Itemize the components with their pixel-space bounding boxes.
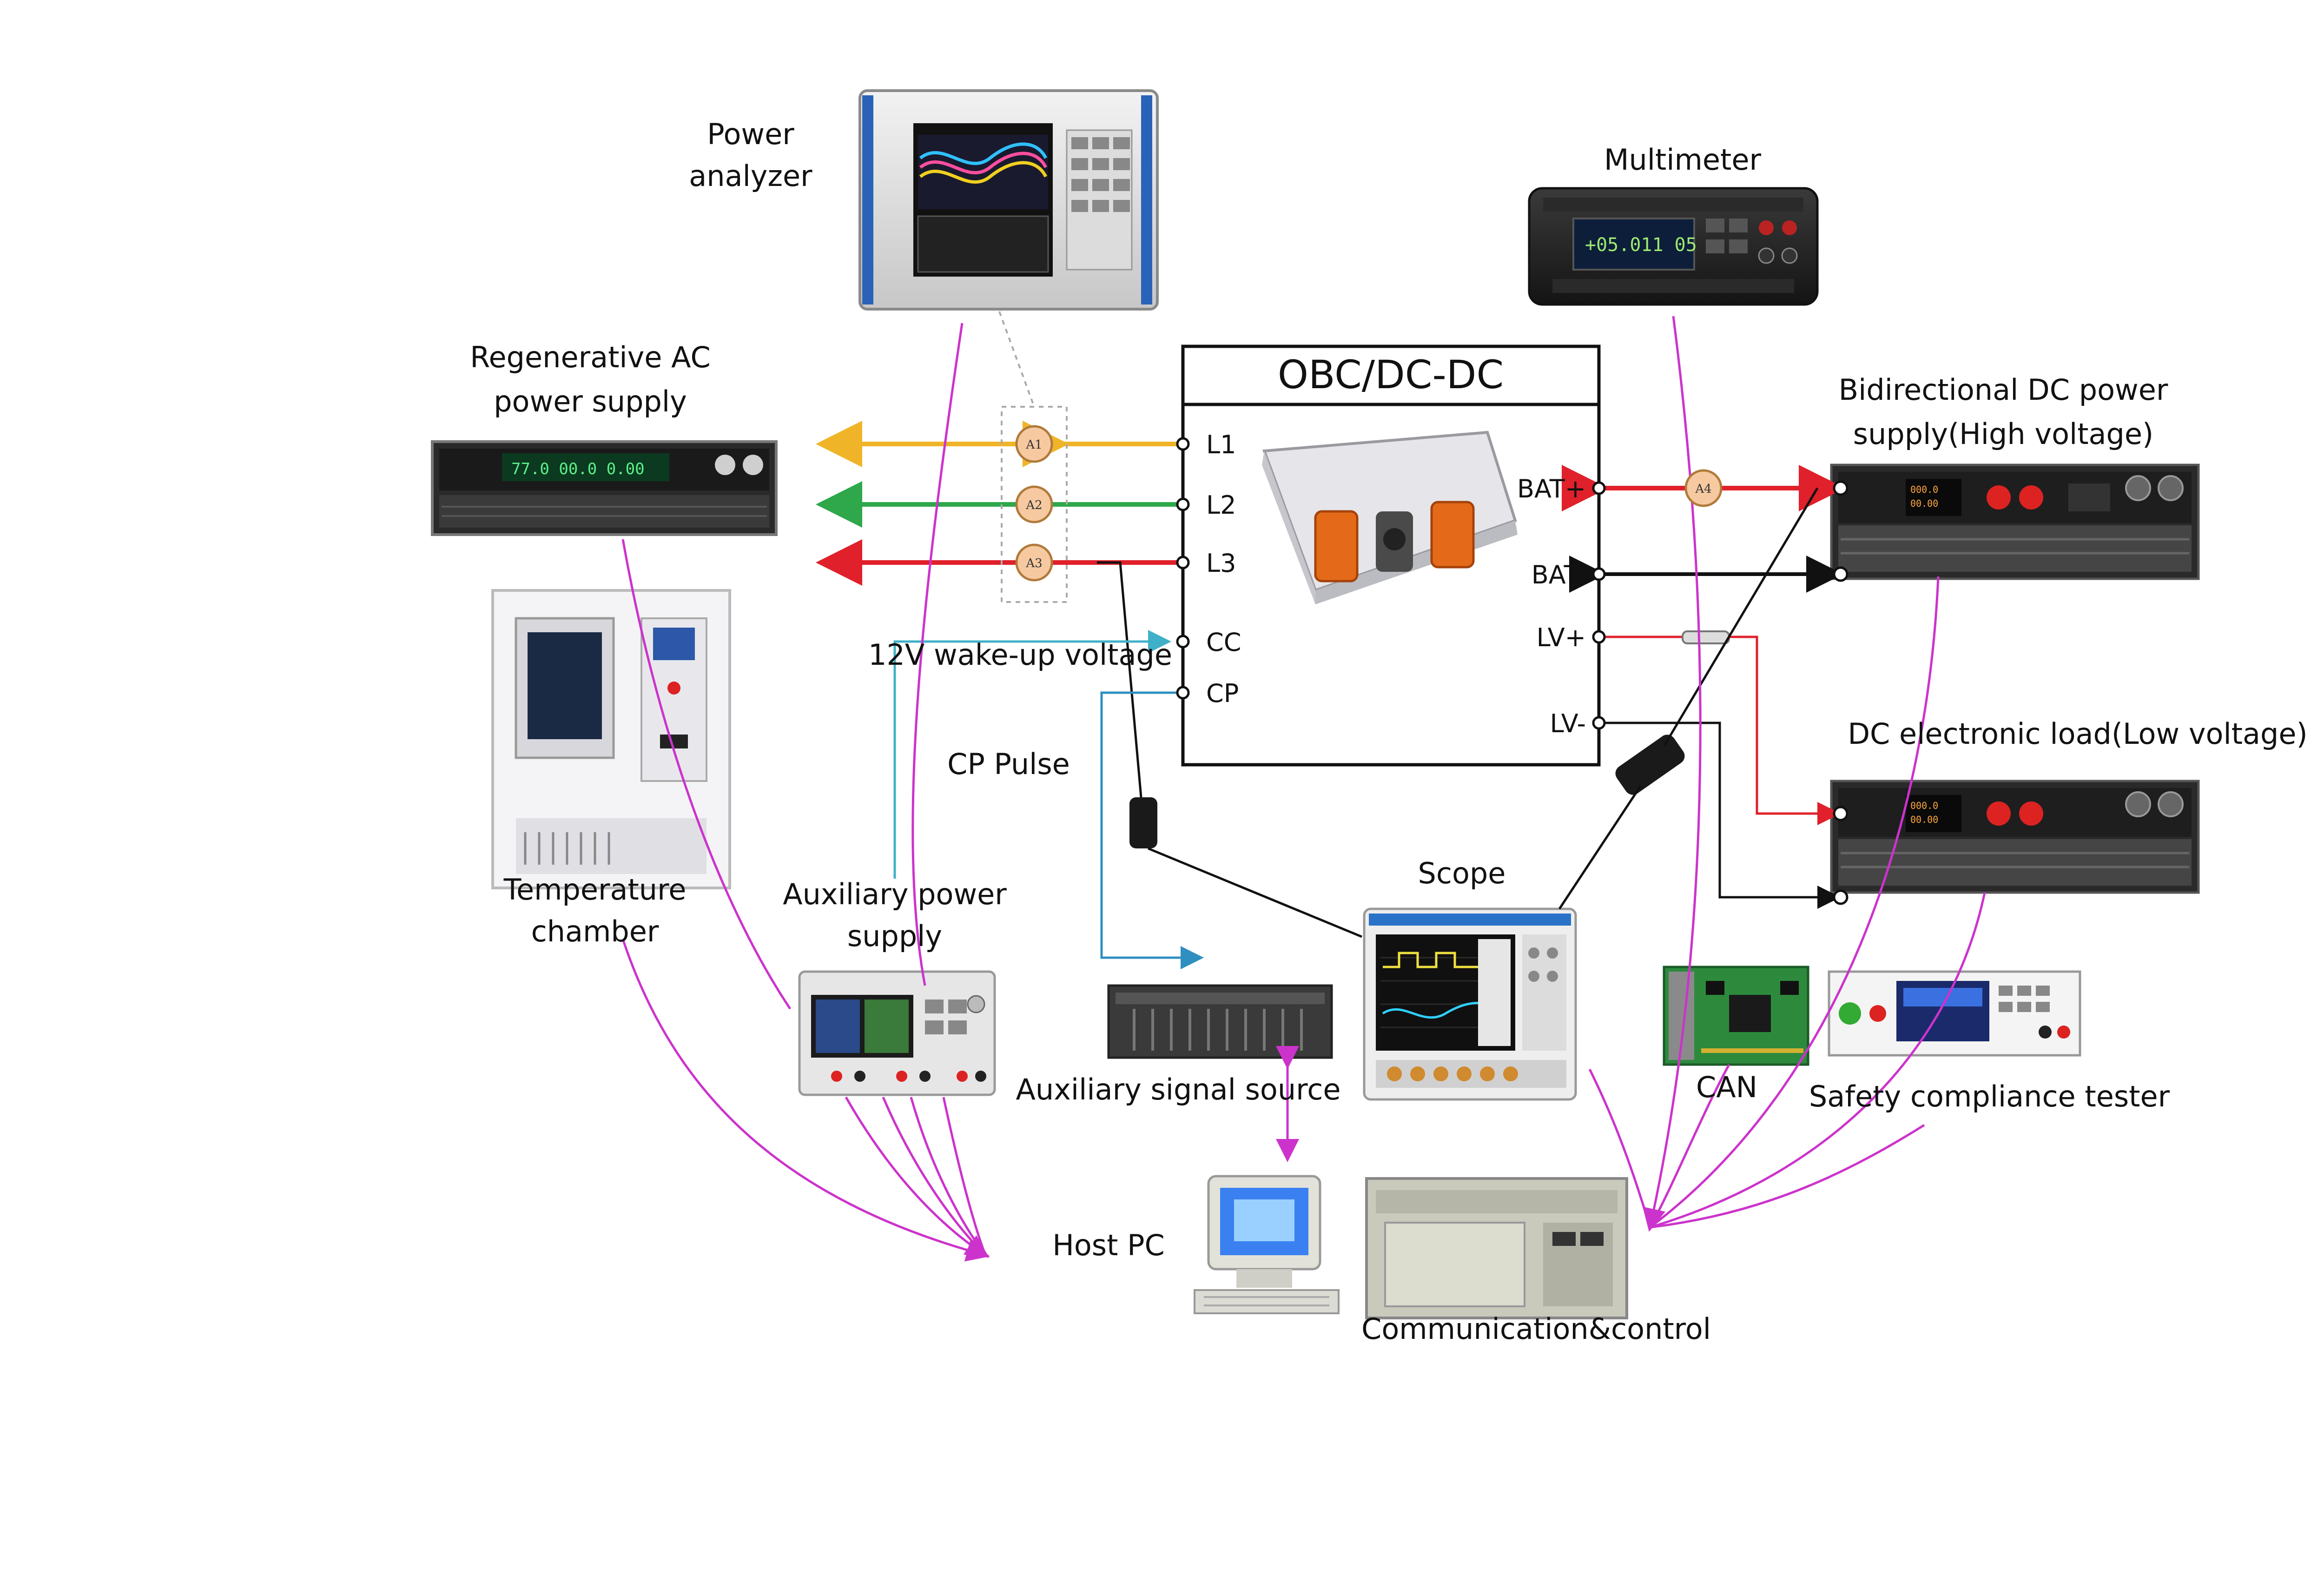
svg-text:000.0: 000.0	[1910, 484, 1938, 495]
ammeter-label: A4	[1695, 482, 1711, 496]
label-dc-load: DC electronic load(Low voltage)	[1848, 717, 2307, 751]
label-wake-voltage: 12V wake-up voltage	[868, 638, 1172, 672]
temperature-chamber-icon	[491, 589, 731, 889]
ammeter-A4: A4	[1684, 469, 1723, 507]
label-bidir-dc-2: supply(High voltage)	[1853, 417, 2153, 451]
low-voltage-lines	[1599, 630, 1841, 909]
pin-label-L2: L2	[1206, 490, 1236, 520]
current-probes	[1097, 487, 1819, 938]
ammeter-label: A1	[1025, 438, 1042, 452]
label-aux-power-1: Auxiliary power	[783, 877, 1007, 911]
voltage-probe-icon	[1129, 797, 1157, 848]
battery-lines	[1562, 465, 1845, 593]
label-comm-control: Communication&control	[1361, 1312, 1711, 1346]
svg-text:000.0: 000.0	[1910, 800, 1938, 811]
svg-text:00.00: 00.00	[1910, 814, 1938, 825]
ammeter-A1: A1	[1015, 425, 1053, 463]
label-bidir-dc-1: Bidirectional DC power	[1839, 373, 2168, 407]
ammeter-A2: A2	[1015, 485, 1053, 523]
power-analyzer-icon	[858, 89, 1159, 311]
pin-label-BAT-minus: BAT-	[1532, 560, 1586, 589]
label-aux-power-2: supply	[847, 919, 942, 953]
svg-text:77.0 00.0 0.00: 77.0 00.0 0.00	[511, 460, 645, 478]
obc-unit-icon	[1262, 430, 1518, 604]
multimeter-icon: +05.011 05	[1528, 187, 1819, 306]
label-temp-chamber-2: chamber	[531, 914, 659, 948]
ammeter-A3: A3	[1015, 543, 1053, 582]
communication-links	[621, 316, 1986, 1262]
pin-label-CC: CC	[1206, 628, 1241, 657]
signal-lines	[893, 630, 1204, 969]
label-multimeter: Multimeter	[1604, 143, 1762, 177]
pin-label-L1: L1	[1206, 430, 1236, 459]
industrial-pc-icon	[1365, 1177, 1628, 1319]
auxiliary-signal-source-icon	[1107, 984, 1333, 1059]
label-can: CAN	[1696, 1070, 1757, 1104]
label-cp-pulse: CP Pulse	[947, 747, 1070, 781]
safety-tester-icon	[1828, 970, 2081, 1057]
scope-icon	[1363, 907, 1577, 1101]
dc-electronic-load-icon: 000.0 00.00	[1830, 780, 2200, 894]
dut-title: OBC/DC-DC	[1278, 352, 1504, 397]
ammeter-group-frame	[1001, 406, 1068, 603]
label-scope: Scope	[1418, 856, 1506, 890]
fuse-icon	[1682, 630, 1730, 644]
label-aux-signal: Auxiliary signal source	[1016, 1072, 1341, 1106]
pin-label-BAT-plus: BAT+	[1517, 474, 1586, 503]
analyzer-link-dashed	[998, 311, 1035, 407]
label-safety: Safety compliance tester	[1809, 1079, 2170, 1113]
host-pc-icon	[1194, 1175, 1340, 1314]
ammeter-label: A3	[1025, 556, 1042, 570]
label-power-analyzer-2: analyzer	[689, 159, 812, 193]
regenerative-ac-supply-icon: 77.0 00.0 0.00	[431, 440, 778, 536]
pin-label-LV-minus: LV-	[1550, 709, 1586, 738]
current-probe-icon	[1615, 735, 1685, 795]
label-regen-ac-1: Regenerative AC	[470, 340, 711, 374]
pin-label-CP: CP	[1206, 679, 1239, 708]
label-power-analyzer-1: Power	[707, 117, 794, 151]
label-temp-chamber-1: Temperature	[503, 873, 687, 907]
pin-label-L3: L3	[1206, 549, 1236, 578]
pin-label-LV-plus: LV+	[1537, 623, 1586, 652]
auxiliary-power-supply-icon	[798, 970, 996, 1096]
pin-terminals	[1176, 437, 1849, 905]
ammeter-label: A2	[1025, 498, 1042, 512]
label-host-pc: Host PC	[1052, 1228, 1165, 1262]
phase-lines	[816, 421, 1183, 586]
svg-text:00.00: 00.00	[1910, 498, 1938, 509]
bidirectional-dc-supply-icon: 000.0 00.00	[1830, 463, 2200, 580]
multimeter-reading: +05.011 05	[1585, 234, 1697, 256]
label-regen-ac-2: power supply	[494, 384, 687, 418]
